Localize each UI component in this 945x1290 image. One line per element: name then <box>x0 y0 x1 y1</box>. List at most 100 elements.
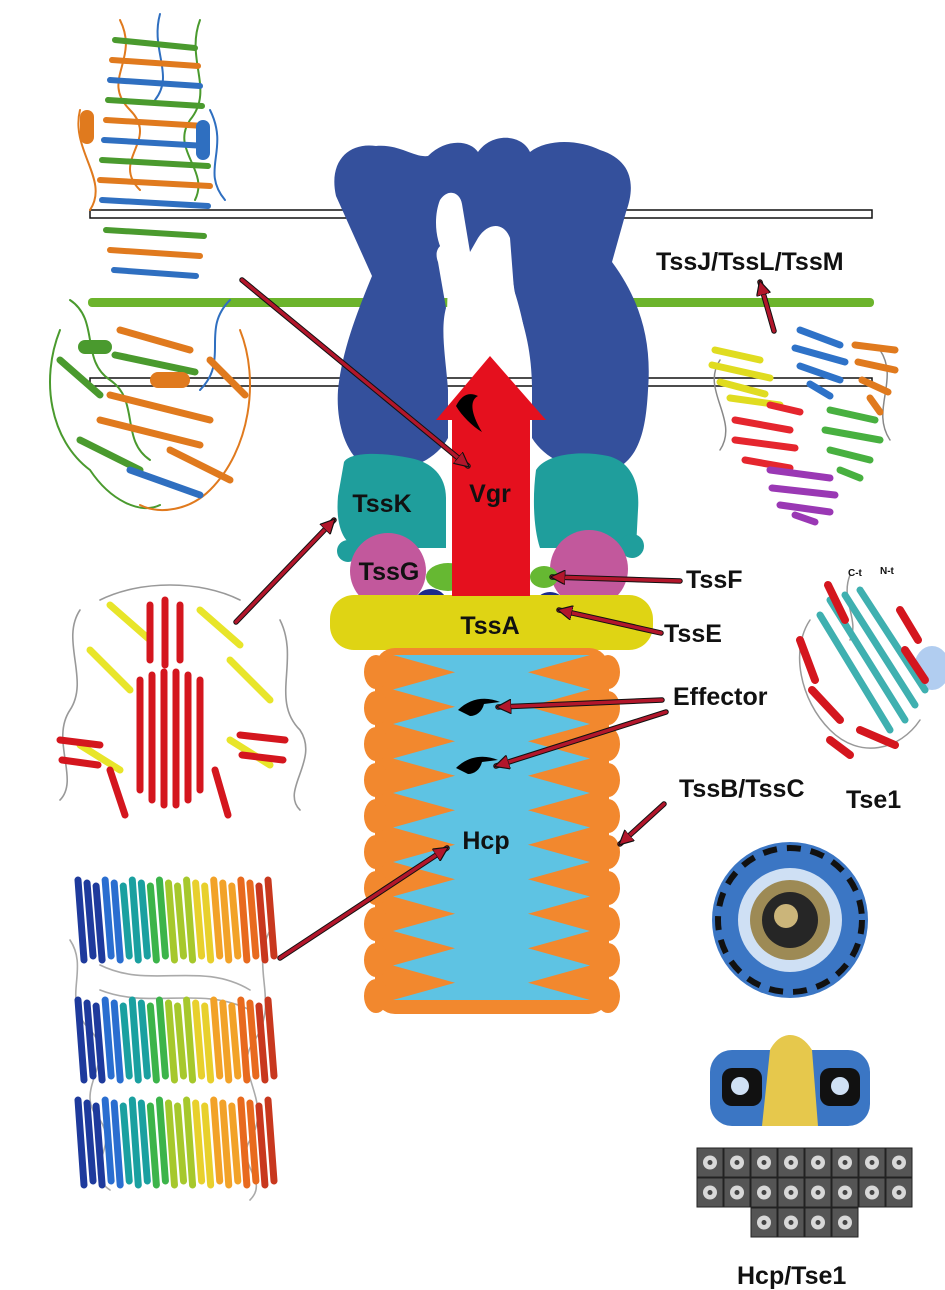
arrow-to-vgr <box>240 278 468 466</box>
sheath-ring-bump <box>596 907 620 941</box>
em-particle-core <box>896 1190 902 1195</box>
em-particle-core <box>734 1160 740 1165</box>
label-tssb-tssc: TssB/TssC <box>679 775 805 803</box>
label-tssf: TssF <box>686 566 743 594</box>
em-particle-core <box>842 1160 848 1165</box>
hcp-tube-segment <box>393 793 590 828</box>
em-particle-core <box>815 1160 821 1165</box>
em-class-averages <box>696 1147 913 1238</box>
sheath-ring-bump <box>364 943 388 977</box>
em-class-tile <box>885 1147 913 1178</box>
sheath-ring-bump <box>596 943 620 977</box>
label-c-terminus: C-t <box>848 568 863 579</box>
em-particle-core <box>707 1160 713 1165</box>
hcp-tube-segment <box>393 965 590 1000</box>
label-hcp-tse1: Hcp/Tse1 <box>737 1262 846 1290</box>
em-particle-core <box>788 1220 794 1225</box>
tssk-right-shape <box>533 453 639 548</box>
em-class-tile <box>858 1147 886 1178</box>
tssb-tssc-hcp-structure-image <box>69 876 278 1201</box>
hcp-tse1-structure-image <box>696 842 913 1238</box>
sheath-ring-bump <box>364 727 388 761</box>
sheath-ring-bump <box>596 763 620 797</box>
sheath-ring-bump <box>596 799 620 833</box>
tse1-structure-image <box>796 574 945 759</box>
arrow-to-tssf <box>550 577 682 581</box>
sheath-ring-bump <box>364 907 388 941</box>
em-particle-core <box>869 1160 875 1165</box>
tssj-tssl-tssm-structure-image <box>708 326 899 526</box>
labels: Vgr TssK TssG TssA Hcp TssF TssE Effecto… <box>352 248 901 1290</box>
sheath-ring-bump <box>596 979 620 1013</box>
label-tssa: TssA <box>460 612 519 640</box>
em-particle-core <box>761 1220 767 1225</box>
em-class-tile <box>696 1177 724 1208</box>
arrow-to-tssj-tssl-tssm <box>760 282 776 333</box>
hcp-tube-segment <box>393 689 590 724</box>
sheath-ring-bump <box>596 655 620 689</box>
label-tssk: TssK <box>352 490 411 518</box>
sheath-ring-bump <box>596 691 620 725</box>
effector-icon <box>456 756 498 774</box>
label-tssg: TssG <box>359 558 420 586</box>
em-class-tile <box>777 1177 805 1208</box>
sheath-ring-bump <box>364 799 388 833</box>
em-class-tile <box>804 1147 832 1178</box>
em-particle-core <box>815 1190 821 1195</box>
em-class-tile <box>723 1147 751 1178</box>
arrow-to-effector-1 <box>498 698 664 707</box>
hcp-tube-segment <box>393 931 590 966</box>
em-particle-core <box>788 1190 794 1195</box>
effector-icon <box>458 698 500 716</box>
hcp-tube-segment <box>393 862 590 897</box>
em-particle-core <box>761 1190 767 1195</box>
em-particle-core <box>707 1190 713 1195</box>
structure-ring-3 <box>74 1096 278 1189</box>
tssk-left-shape <box>337 453 446 548</box>
arrow-to-tsse <box>559 610 663 635</box>
em-particle-core <box>788 1160 794 1165</box>
vgr-spike <box>436 356 546 596</box>
arrow-to-effector-2 <box>496 710 668 766</box>
sheath-ring-bump <box>364 835 388 869</box>
tssg-left-shape <box>350 533 426 609</box>
em-particle-core <box>815 1220 821 1225</box>
hcp-tube-segment <box>393 896 590 931</box>
sheath-ring-bump <box>364 763 388 797</box>
sheath-ring-bump <box>364 979 388 1013</box>
label-tsse: TssE <box>664 620 722 648</box>
arrow-to-tssb-tssc <box>620 802 666 844</box>
em-particle-core <box>869 1190 875 1195</box>
em-particle-core <box>896 1160 902 1165</box>
hcp-tube-segment <box>393 758 590 793</box>
effector-icon <box>456 394 482 432</box>
structure-ring-1 <box>74 876 278 964</box>
vgr-structure-image <box>49 13 251 511</box>
sheath-ring-bump <box>364 691 388 725</box>
hcp-tube-segment <box>393 655 590 690</box>
arrow-to-hcp <box>278 846 447 960</box>
label-hcp: Hcp <box>462 827 509 855</box>
label-effector: Effector <box>673 683 768 711</box>
sheath-ring-bump <box>596 871 620 905</box>
arrow-to-tssk <box>234 520 334 624</box>
em-particle-core <box>842 1190 848 1195</box>
membrane-complex <box>334 137 649 472</box>
sheath-ring-bump <box>364 655 388 689</box>
label-vgr: Vgr <box>469 480 511 508</box>
label-n-terminus: N-t <box>880 566 895 577</box>
em-particle-core <box>734 1190 740 1195</box>
label-tse1: Tse1 <box>846 786 901 814</box>
sheath-ring-bump <box>596 727 620 761</box>
em-particle-core <box>761 1160 767 1165</box>
sheath-ring-bump <box>596 835 620 869</box>
arrows <box>233 277 777 961</box>
em-particle-core <box>842 1220 848 1225</box>
structure-ring-2 <box>74 996 278 1084</box>
label-tssj-tssl-tssm: TssJ/TssL/TssM <box>656 248 844 276</box>
em-class-tile <box>858 1177 886 1208</box>
tssk-structure-image <box>56 584 307 819</box>
tssg-right-shape <box>550 530 628 608</box>
